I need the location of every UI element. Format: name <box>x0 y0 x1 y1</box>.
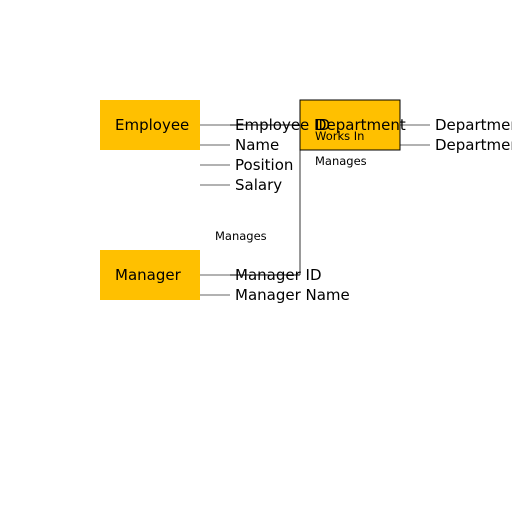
department-attr-name: Department Name <box>435 136 512 154</box>
relationship-manages-department-label: Manages <box>315 154 367 168</box>
employee-attr-name: Name <box>235 136 279 154</box>
employee-entity-label: Employee <box>115 116 189 134</box>
department-entity-box[interactable] <box>299 99 401 151</box>
relationship-works-in-label: Works In <box>315 129 364 143</box>
department-entity-label: Department <box>315 116 406 134</box>
relationship-manages-employee-label: Manages <box>215 229 267 243</box>
department-attr-id: Department ID <box>435 116 512 134</box>
employee-attr-id: Employee ID <box>235 116 330 134</box>
manager-entity-box[interactable] <box>100 250 200 300</box>
employee-attr-position: Position <box>235 156 293 174</box>
employee-attr-salary: Salary <box>235 176 282 194</box>
employee-entity-box[interactable] <box>100 100 200 150</box>
manager-attr-id: Manager ID <box>235 266 322 284</box>
manager-attr-name: Manager Name <box>235 286 350 304</box>
manager-entity-label: Manager <box>115 266 182 284</box>
